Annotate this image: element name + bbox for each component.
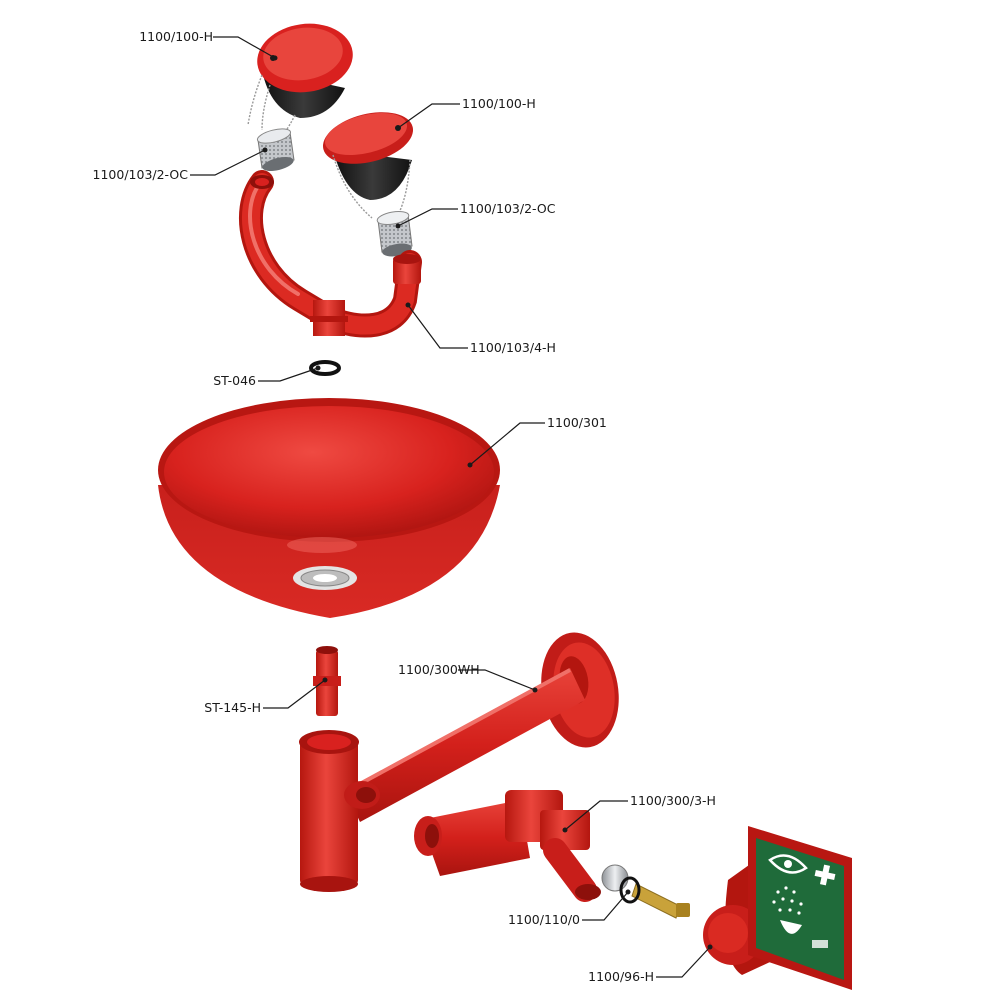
dust-cap-left [247,23,353,133]
spray-head-pipe [239,170,422,338]
callout-nozzle-right: 1100/103/2-OC [460,201,556,216]
callout-nozzle-left: 1100/103/2-OC [93,167,189,182]
callout-washer: ST-046 [213,373,256,388]
valve-body-assembly [414,790,601,902]
spray-nozzle-left [256,128,295,171]
wall-mount-arm [299,632,619,892]
callout-head-pipe: 1100/103/4-H [470,340,556,355]
callout-cap-left: 1100/100-H [139,29,213,44]
leader-lines [190,36,711,978]
callout-paddle-sign: 1100/96-H [588,969,654,984]
wash-bowl [158,398,500,618]
ball-valve-cartridge [601,864,690,919]
dust-cap-right [322,112,414,219]
callout-valve-cartridge: 1100/110/0 [508,912,580,927]
callout-cap-right: 1100/100-H [462,96,536,111]
callout-valve-body: 1100/300/3-H [630,793,716,808]
push-paddle-with-sign [703,826,852,990]
callout-bowl: 1100/301 [547,415,607,430]
callout-riser: ST-145-H [204,700,261,715]
callout-wall-arm: 1100/300WH [398,662,480,677]
leader-dots [262,55,713,950]
o-ring-washer [309,360,341,376]
